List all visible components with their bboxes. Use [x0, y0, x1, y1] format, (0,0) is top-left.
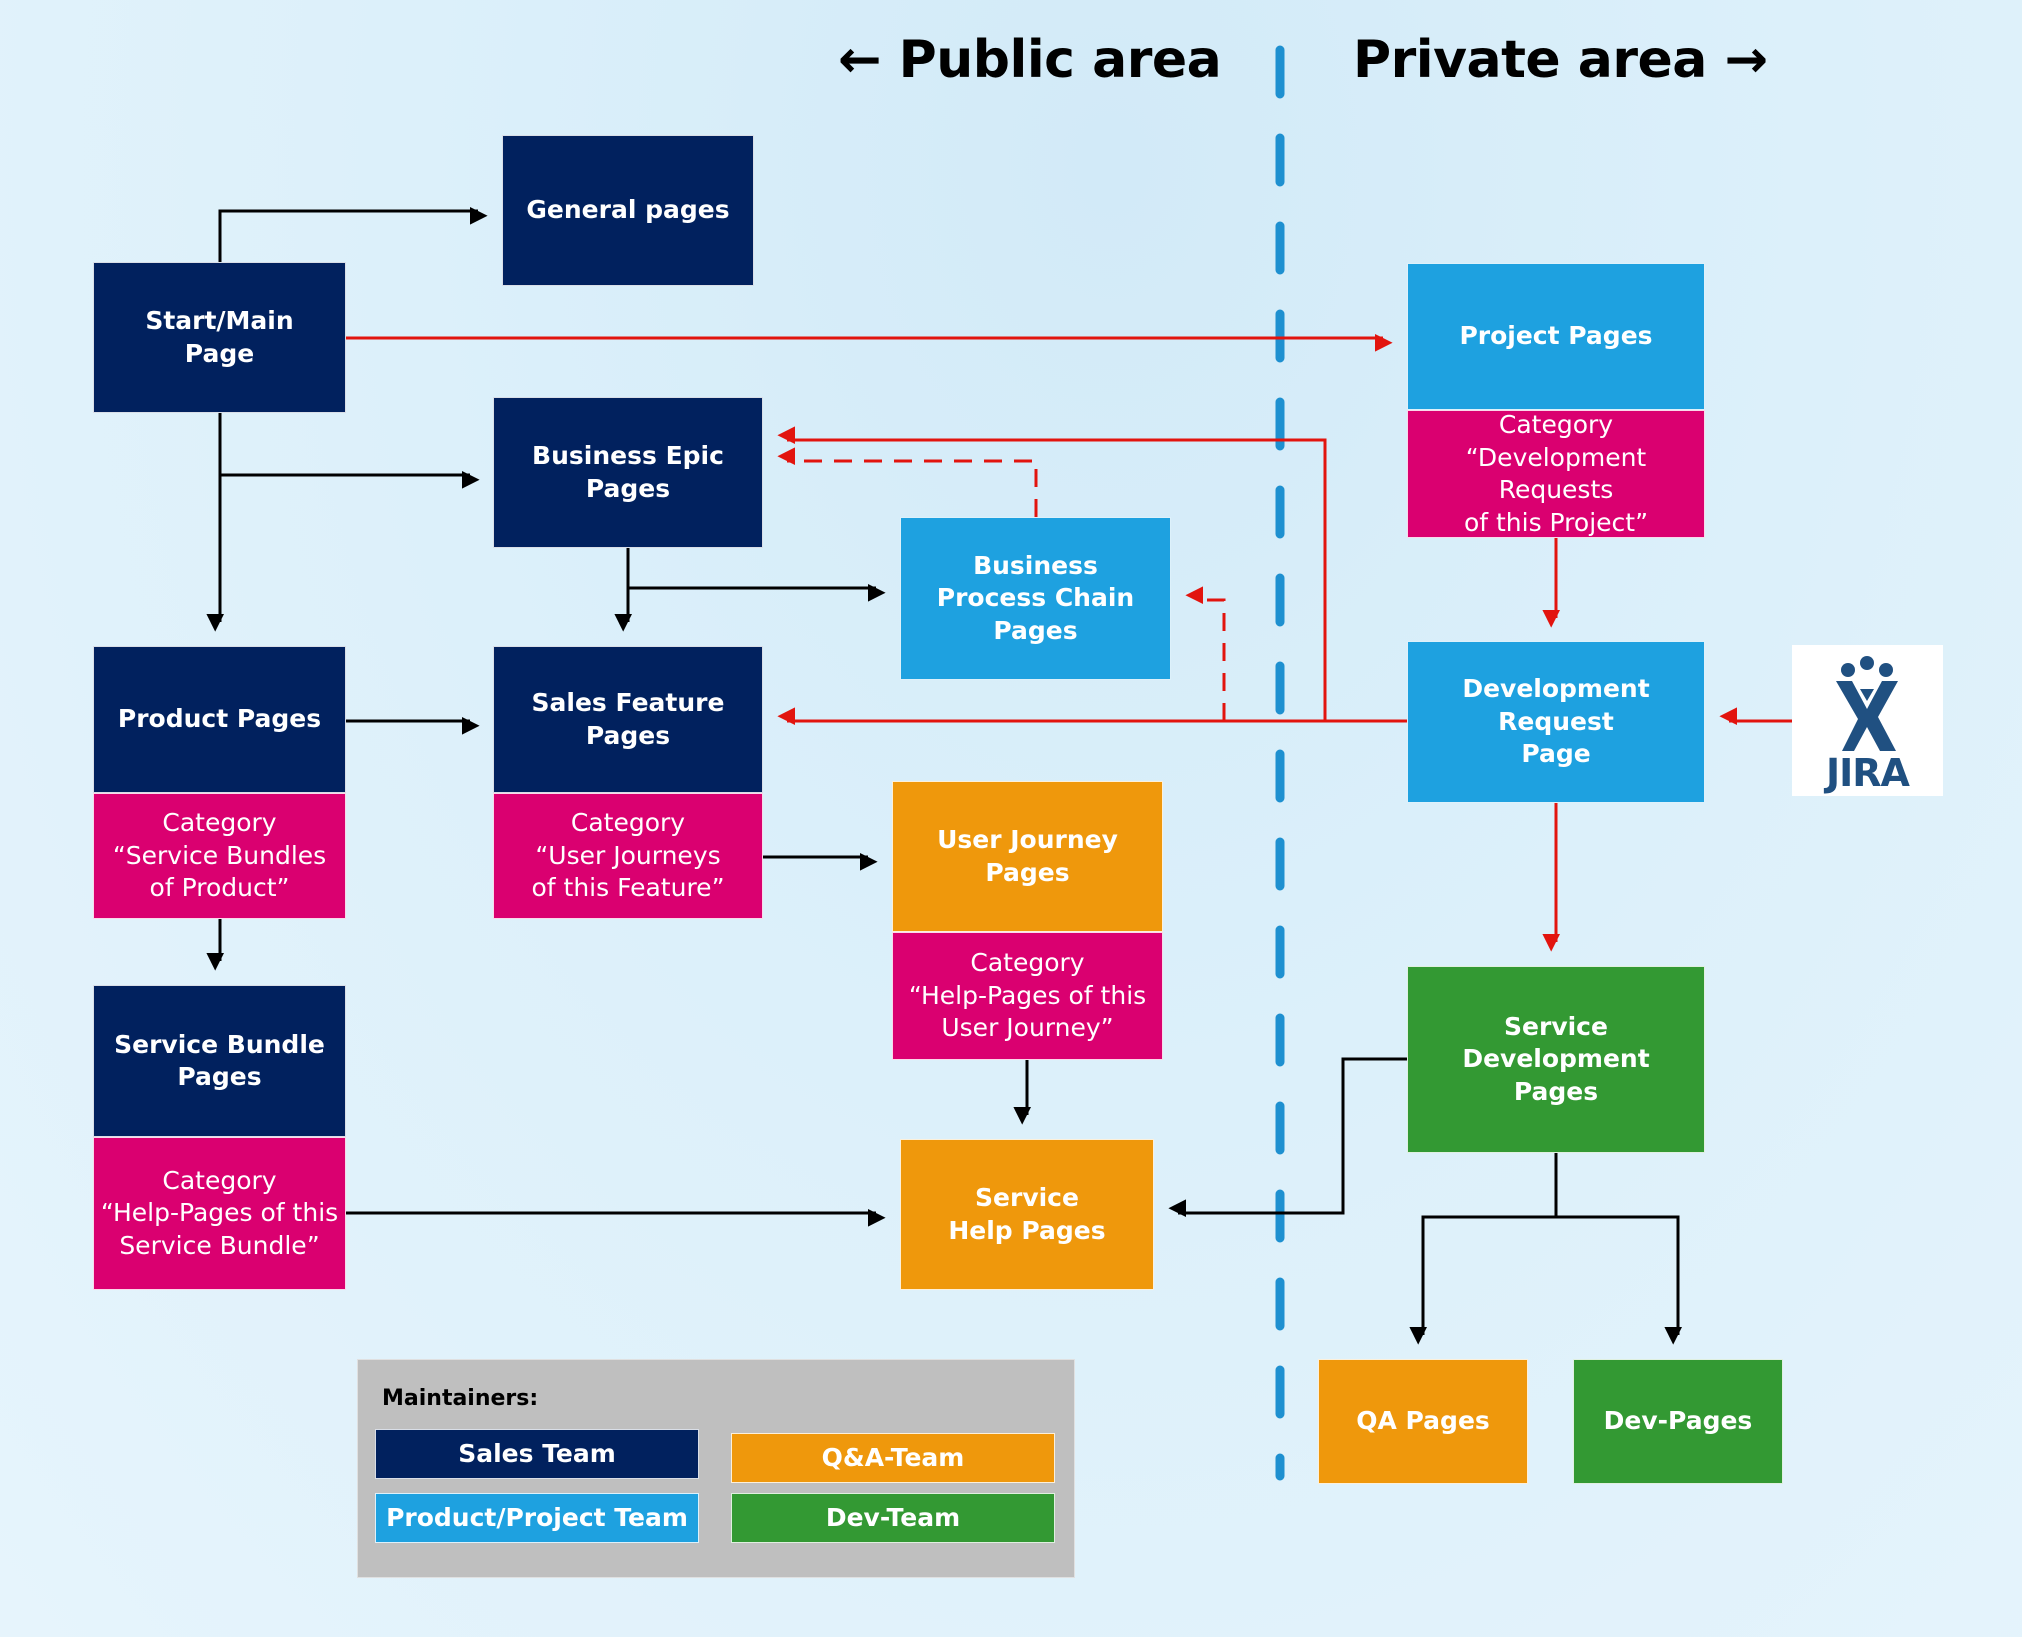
legend-dev-team: Dev-Team — [731, 1493, 1055, 1543]
user-journey-category-node[interactable]: Category “Help-Pages of this User Journe… — [892, 932, 1163, 1060]
sales-feature-category-node[interactable]: Category “User Journeys of this Feature” — [493, 793, 763, 919]
project-category-node[interactable]: Category “Development Requests of this P… — [1407, 410, 1705, 538]
service-development-pages-node[interactable]: Service Development Pages — [1407, 966, 1705, 1153]
product-category-node[interactable]: Category “Service Bundles of Product” — [93, 793, 346, 919]
edge-start-to-general — [218, 207, 488, 262]
sales-feature-pages-node[interactable]: Sales Feature Pages — [493, 646, 763, 793]
product-pages-node[interactable]: Product Pages — [93, 646, 346, 793]
edge-start-to-epic — [218, 413, 480, 489]
service-bundle-pages-node[interactable]: Service Bundle Pages — [93, 985, 346, 1137]
project-pages-node[interactable]: Project Pages — [1407, 263, 1705, 410]
dev-pages-node[interactable]: Dev-Pages — [1573, 1359, 1783, 1484]
jira-logo: JIRA — [1792, 645, 1943, 796]
edge-devrequest-to-bpc-dashed — [1185, 586, 1226, 721]
edge-bpc-to-epic-dashed — [777, 447, 1038, 517]
edge-servicedev-to-qa — [1409, 1152, 1558, 1345]
legend-sales-team: Sales Team — [375, 1429, 699, 1479]
legend-qa-team: Q&A-Team — [731, 1433, 1055, 1483]
edge-servicedev-to-help — [1168, 1057, 1407, 1217]
legend-title: Maintainers: — [382, 1386, 539, 1411]
service-bundle-category-node[interactable]: Category “Help-Pages of this Service Bun… — [93, 1137, 346, 1290]
development-request-page-node[interactable]: Development Request Page — [1407, 641, 1705, 803]
public-area-header: ← Public area — [838, 30, 1222, 90]
edge-servicedev-to-dev — [1556, 1215, 1682, 1345]
legend-product-project-team: Product/Project Team — [375, 1493, 699, 1543]
jira-figure-icon — [1836, 656, 1898, 751]
start-main-page-node[interactable]: Start/Main Page — [93, 262, 346, 413]
jira-wordmark: JIRA — [1826, 751, 1910, 795]
service-help-pages-node[interactable]: Service Help Pages — [900, 1139, 1154, 1290]
edge-devrequest-to-epic — [777, 426, 1327, 721]
maintainers-legend: Maintainers: Sales Team Q&A-Team Product… — [357, 1359, 1075, 1578]
user-journey-pages-node[interactable]: User Journey Pages — [892, 781, 1163, 932]
qa-pages-node[interactable]: QA Pages — [1318, 1359, 1528, 1484]
business-epic-pages-node[interactable]: Business Epic Pages — [493, 397, 763, 548]
general-pages-node[interactable]: General pages — [502, 135, 754, 286]
private-area-header: Private area → — [1353, 30, 1768, 90]
business-process-chain-node[interactable]: Business Process Chain Pages — [900, 517, 1171, 680]
